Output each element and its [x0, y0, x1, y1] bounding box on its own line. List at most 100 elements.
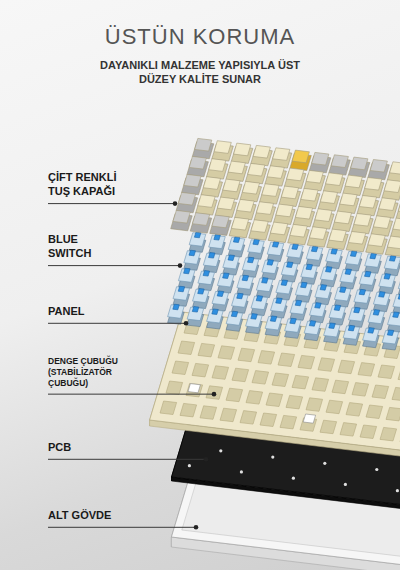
part-label: PANEL	[48, 304, 138, 318]
keycap-top	[340, 193, 357, 206]
switch-housing	[398, 277, 400, 291]
keycap-top	[273, 148, 290, 161]
leader-line	[48, 203, 175, 204]
switch-stem	[379, 292, 386, 298]
part-label: PCB	[48, 440, 108, 454]
pcb-hole	[292, 477, 295, 480]
switch-stem	[217, 291, 224, 297]
keycap-top	[301, 188, 318, 201]
switch-housing	[281, 262, 298, 276]
plate-hole	[218, 346, 235, 360]
switch-stem	[359, 289, 366, 295]
switch-housing	[193, 289, 210, 303]
keycap-top	[192, 213, 209, 226]
switch-stem	[350, 251, 357, 257]
switch-stem	[301, 282, 308, 288]
subtitle: DAYANIKLI MALZEME YAPISIYLA ÜST DÜZEY KA…	[92, 58, 308, 87]
keycap-top	[256, 202, 273, 215]
switch-stem	[315, 303, 322, 309]
keycap-top	[214, 141, 231, 154]
keycap-top	[320, 191, 337, 204]
plate-hole	[312, 378, 329, 392]
switch-housing	[285, 319, 302, 333]
part-label: DENGE ÇUBUĞU (STABİLİZATÖR ÇUBUĞU)	[48, 356, 140, 389]
switch-housing	[320, 267, 337, 281]
switch-stem	[270, 316, 277, 322]
keycap-top	[173, 210, 190, 223]
switch-housing	[379, 274, 396, 288]
leader-dot	[173, 201, 178, 206]
switch-housing	[368, 310, 385, 324]
switch-housing	[248, 240, 265, 254]
switch-stem	[184, 268, 191, 274]
switch-housing	[334, 287, 351, 301]
keycap-top	[228, 161, 245, 174]
plate-hole	[332, 380, 349, 394]
switch-housing	[363, 328, 380, 342]
keycap-top	[251, 220, 268, 233]
switch-stem	[306, 264, 313, 270]
keycap-top	[290, 224, 307, 237]
keycap-top	[203, 177, 220, 190]
keycap-top	[231, 217, 248, 230]
keycap-top	[365, 178, 382, 191]
switch-housing	[301, 265, 318, 279]
switch-stem	[368, 328, 375, 334]
plate-hole	[240, 411, 257, 425]
switch-stem	[194, 232, 201, 238]
keycap-top	[253, 145, 270, 158]
plate-hole	[166, 381, 183, 395]
switch-stem	[228, 255, 235, 261]
leader-line	[48, 459, 206, 460]
switch-housing	[324, 323, 341, 337]
keycap-top	[315, 209, 332, 222]
switch-stem	[214, 235, 221, 241]
stabilizer	[303, 414, 315, 423]
keycap-top	[270, 222, 287, 235]
title: ÜSTÜN KORUMA	[0, 24, 400, 50]
switch-stem	[178, 286, 185, 292]
switch-stem	[209, 253, 216, 259]
leader-dot	[178, 263, 183, 268]
switch-stem	[398, 294, 400, 300]
switch-housing	[203, 253, 220, 267]
switch-housing	[384, 256, 400, 270]
plate-hole	[160, 401, 177, 415]
keycap-top	[326, 173, 343, 186]
switch-housing	[265, 316, 282, 330]
plate-hole	[292, 375, 309, 389]
switch-stem	[370, 253, 377, 259]
keycap-top	[345, 175, 362, 188]
plate-hole	[180, 403, 197, 417]
plate-hole	[298, 355, 315, 369]
pcb-hole	[375, 468, 378, 471]
switch-stem	[326, 267, 333, 273]
switch-stem	[345, 269, 352, 275]
keycap-top	[312, 152, 329, 165]
keycap-top	[184, 174, 201, 187]
switch-stem	[373, 310, 380, 316]
plate-hole	[226, 388, 243, 402]
switch-stem	[237, 293, 244, 299]
switch-housing	[251, 296, 268, 310]
switch-housing	[340, 269, 357, 283]
keycap-top	[212, 215, 229, 228]
stabilizer	[188, 384, 200, 393]
switch-housing	[184, 251, 201, 265]
switch-stem	[389, 256, 396, 262]
switch-stem	[309, 321, 316, 327]
plate-hole	[220, 408, 237, 422]
plate-hole	[278, 353, 295, 367]
keycap-top	[387, 236, 400, 249]
plate-hole	[172, 361, 189, 375]
switch-housing	[393, 295, 400, 309]
plate-hole	[358, 363, 375, 377]
switch-base	[398, 283, 400, 297]
keycap-top	[370, 160, 387, 173]
leader-line	[48, 265, 180, 266]
switch-housing	[315, 285, 332, 299]
plate-hole	[352, 383, 369, 397]
pcb-hole	[396, 489, 399, 492]
switch-stem	[281, 280, 288, 286]
